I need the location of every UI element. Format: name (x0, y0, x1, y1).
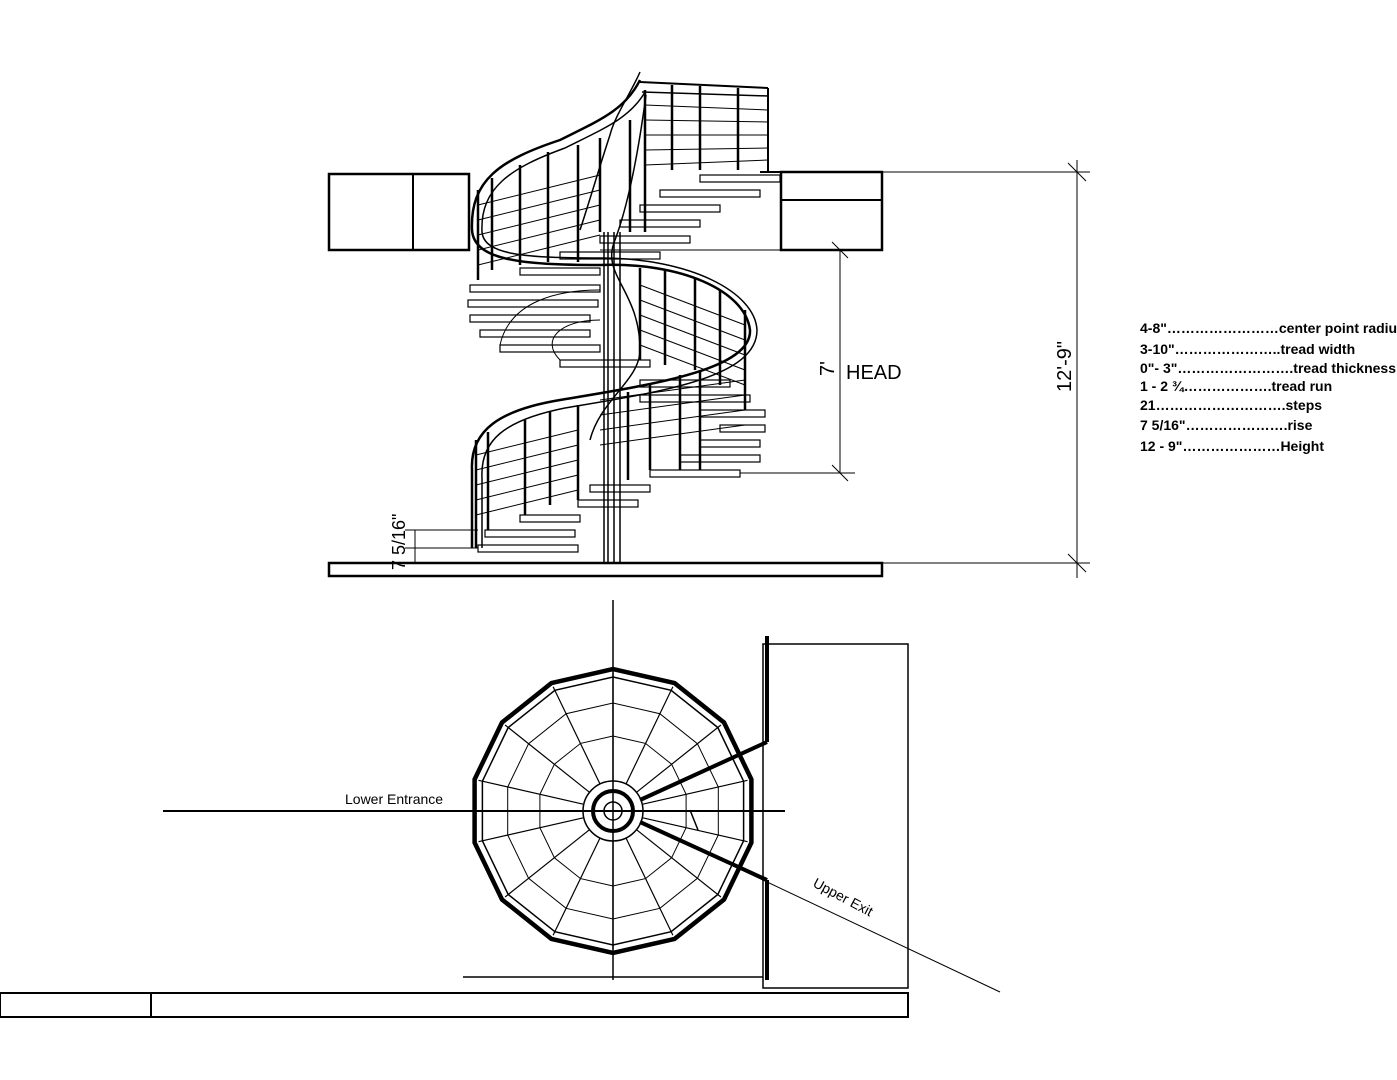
spec-row-6: 7 5/16"………………….rise (1140, 417, 1313, 433)
head-dimension-text: 7' (817, 361, 839, 376)
tread-edge (625, 837, 674, 936)
balusters-lower (474, 385, 652, 548)
upper-floor-plan (762, 643, 909, 989)
center-column-plan (591, 789, 635, 833)
tread-edge (504, 829, 590, 898)
tread-edge (636, 724, 722, 793)
head-label: HEAD (846, 362, 902, 384)
tread-edge (478, 817, 584, 843)
helical-handrail (470, 71, 758, 548)
spec-row-3: 0"- 3"…………………….tread thickness (1140, 360, 1396, 376)
upper-floor-right (779, 170, 884, 252)
tread-edge (552, 837, 601, 936)
tread-edge (625, 686, 674, 785)
total-height-text: 12'-9" (1054, 341, 1076, 392)
center-column-plan (582, 780, 644, 842)
tread-edge (642, 779, 748, 805)
balusters-middle (638, 268, 747, 470)
tread-edge (552, 686, 601, 785)
plan-view: Lower Entrance Upper Exit (0, 600, 1001, 1018)
tread-edge (642, 817, 748, 843)
spec-row-1: 4-8"……………………center point radius (1140, 320, 1397, 336)
rise-dimension-text: 7 5/16" (389, 514, 409, 570)
spec-row-5: 21……………………….steps (1140, 397, 1322, 413)
ground-floor-slab (327, 561, 884, 578)
elevation-view: 7' HEAD 12'-9" 7 5/16" (327, 71, 1090, 578)
stair-rings (472, 666, 754, 956)
horizontal-rails-lower (475, 429, 579, 516)
spec-row-7: 12 - 9"…………………Height (1140, 438, 1324, 454)
rise-dimension (405, 529, 478, 563)
horizontal-rails-upper (477, 104, 769, 266)
upper-exit-line (639, 821, 1001, 993)
upper-exit-label: Upper Exit (811, 875, 876, 920)
center-column-plan (603, 801, 623, 821)
tread-edge (636, 829, 722, 898)
top-landing-railing (639, 81, 769, 172)
tread-edge (504, 724, 590, 793)
lower-entrance-label: Lower Entrance (345, 791, 443, 807)
spec-row-2: 3-10"…………………..tread width (1140, 341, 1355, 357)
tread-edge (478, 779, 584, 805)
spec-list: 4-8"……………………center point radius 3-10"………… (1140, 320, 1397, 454)
horizontal-rails-middle (599, 284, 746, 446)
spec-row-4: 1 - 2 ¾……………….tread run (1140, 378, 1332, 394)
ring-polygon (472, 666, 754, 956)
bottom-slab-plan (0, 992, 909, 1018)
total-height-dimension (882, 160, 1090, 578)
stair-treads (467, 174, 781, 553)
head-dimension (740, 241, 855, 482)
upper-floor-left (327, 172, 471, 252)
